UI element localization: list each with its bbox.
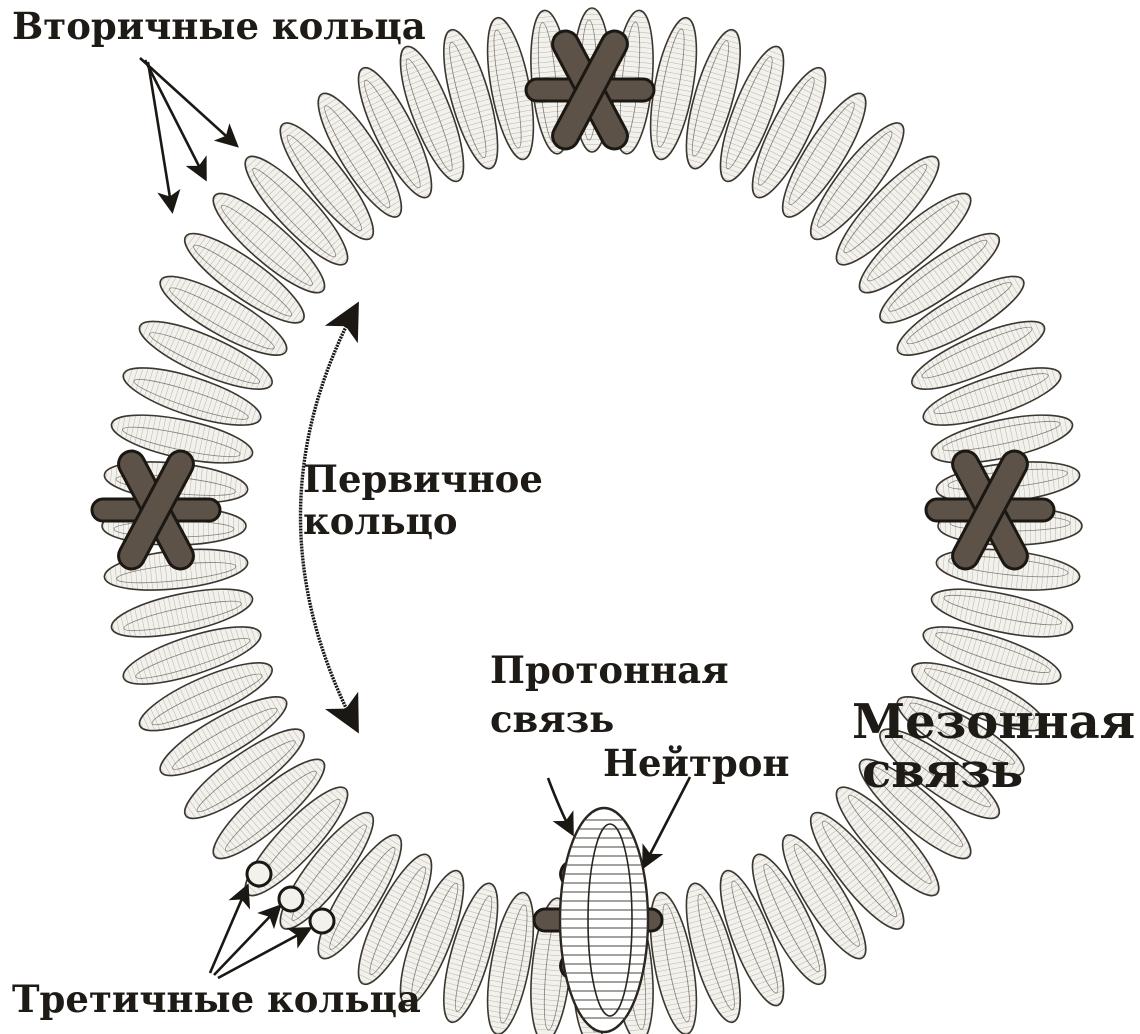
arrow-secondary-2 [145,60,205,178]
label-proton-bond-line1: Протонная [490,648,729,692]
tertiary-ring-1 [247,862,271,886]
secondary-rings-arrows [140,58,236,210]
label-proton-bond-line2: связь [490,697,614,741]
proton-ring-body [560,808,648,1032]
label-meson-bond-line2: связь [862,743,1023,799]
tertiary-ring-2 [279,887,303,911]
proton-bond-arrow [548,778,572,833]
label-tertiary-rings: Третичные кольца [12,977,421,1021]
label-primary-ring-line2: кольцо [303,499,458,543]
label-meson-bond-line1: Мезонная [852,694,1135,750]
label-neutron: Нейтрон [603,741,790,785]
tertiary-ring-3 [310,909,334,933]
arrow-tertiary-3 [218,929,309,978]
label-primary-ring-line1: Первичное [303,457,543,501]
proton-bond-ring [560,808,648,1032]
label-secondary-rings: Вторичные кольца [12,4,426,48]
neutron-arrow [644,777,690,866]
